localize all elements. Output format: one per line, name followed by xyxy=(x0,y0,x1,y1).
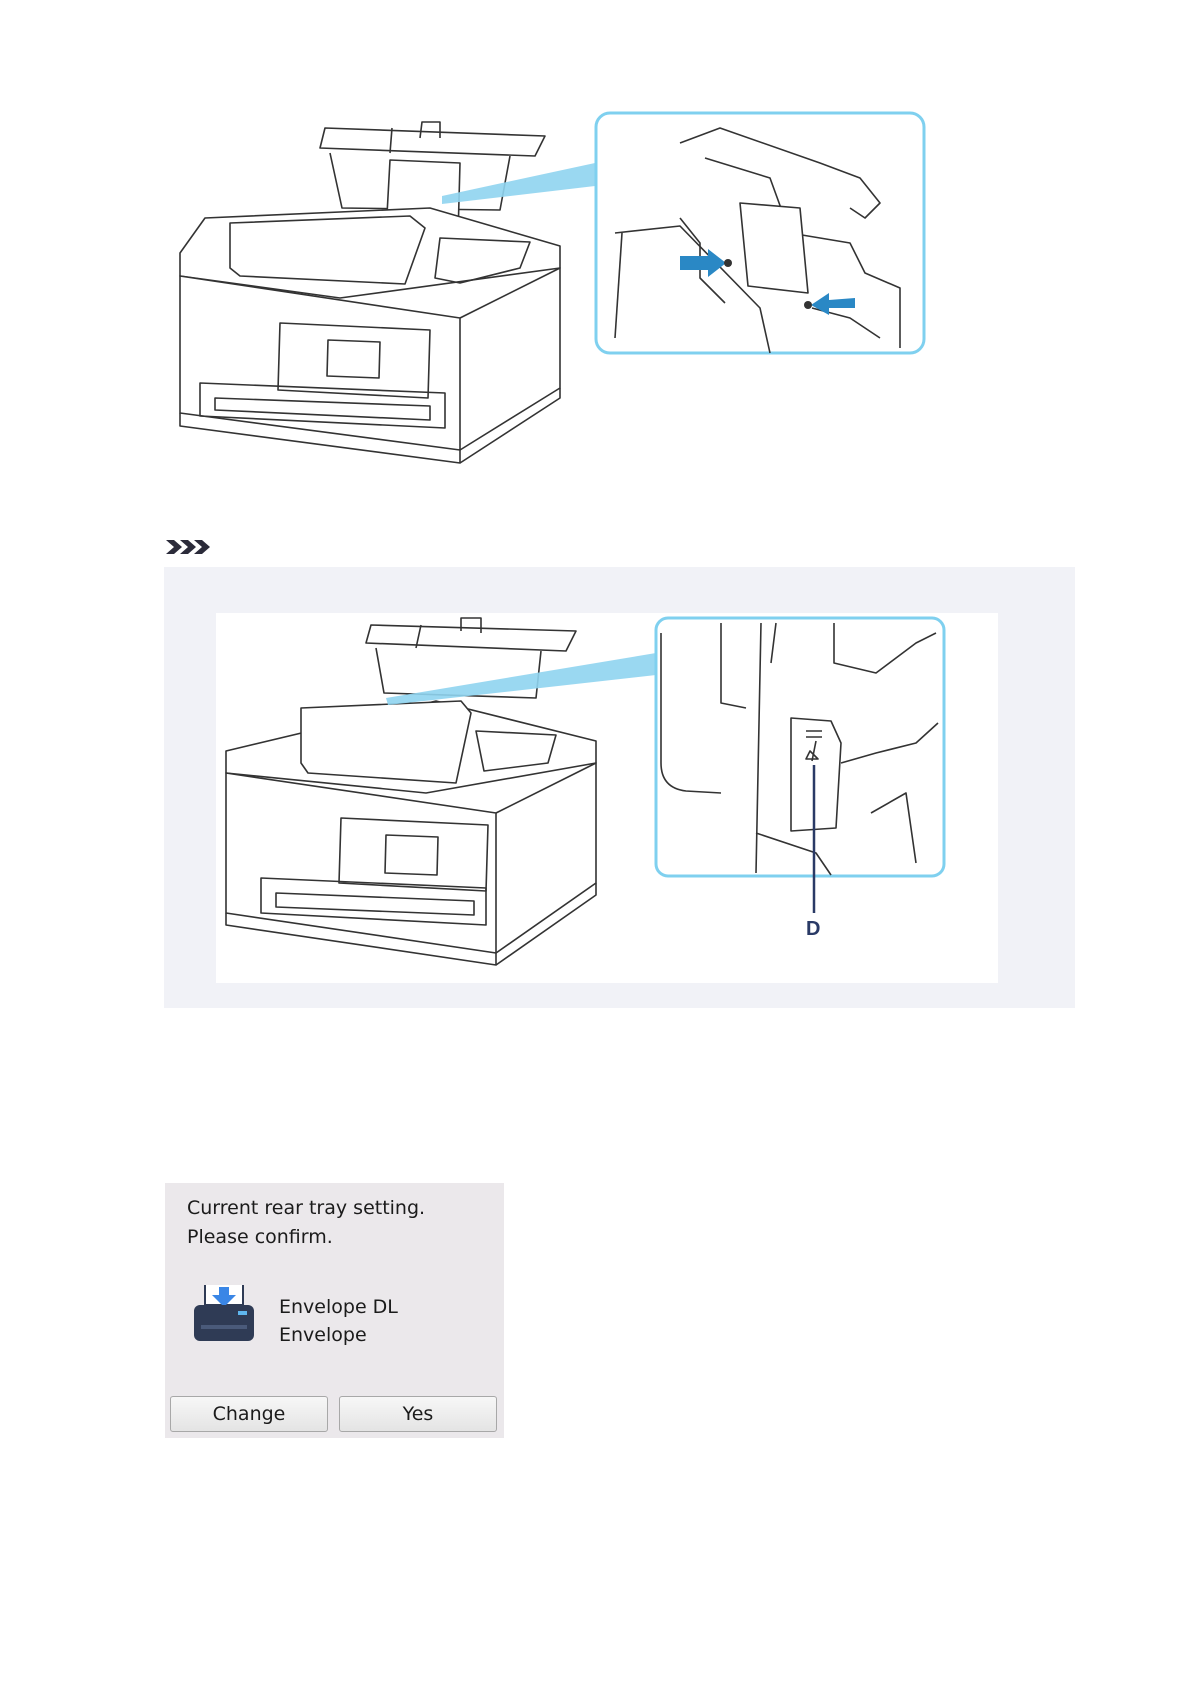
page-size-value: Envelope DL xyxy=(279,1296,398,1318)
paper-load-limit-figure: D xyxy=(216,613,998,983)
change-button[interactable]: Change xyxy=(170,1396,328,1432)
note-arrows-icon xyxy=(164,538,216,556)
message-line-1: Current rear tray setting. xyxy=(187,1197,425,1219)
callout-label-d: D xyxy=(806,918,820,940)
printer-rear-tray-figure xyxy=(160,108,1000,488)
yes-button[interactable]: Yes xyxy=(339,1396,497,1432)
touchscreen-confirm-dialog: Current rear tray setting. Please confir… xyxy=(165,1183,504,1438)
media-type-value: Envelope xyxy=(279,1324,367,1346)
printer-illustration xyxy=(160,108,1000,488)
printer-rear-tray-icon xyxy=(191,1283,257,1345)
message-line-2: Please confirm. xyxy=(187,1226,333,1248)
note-panel: D xyxy=(164,567,1075,1008)
printer-illustration-2: D xyxy=(216,613,998,983)
